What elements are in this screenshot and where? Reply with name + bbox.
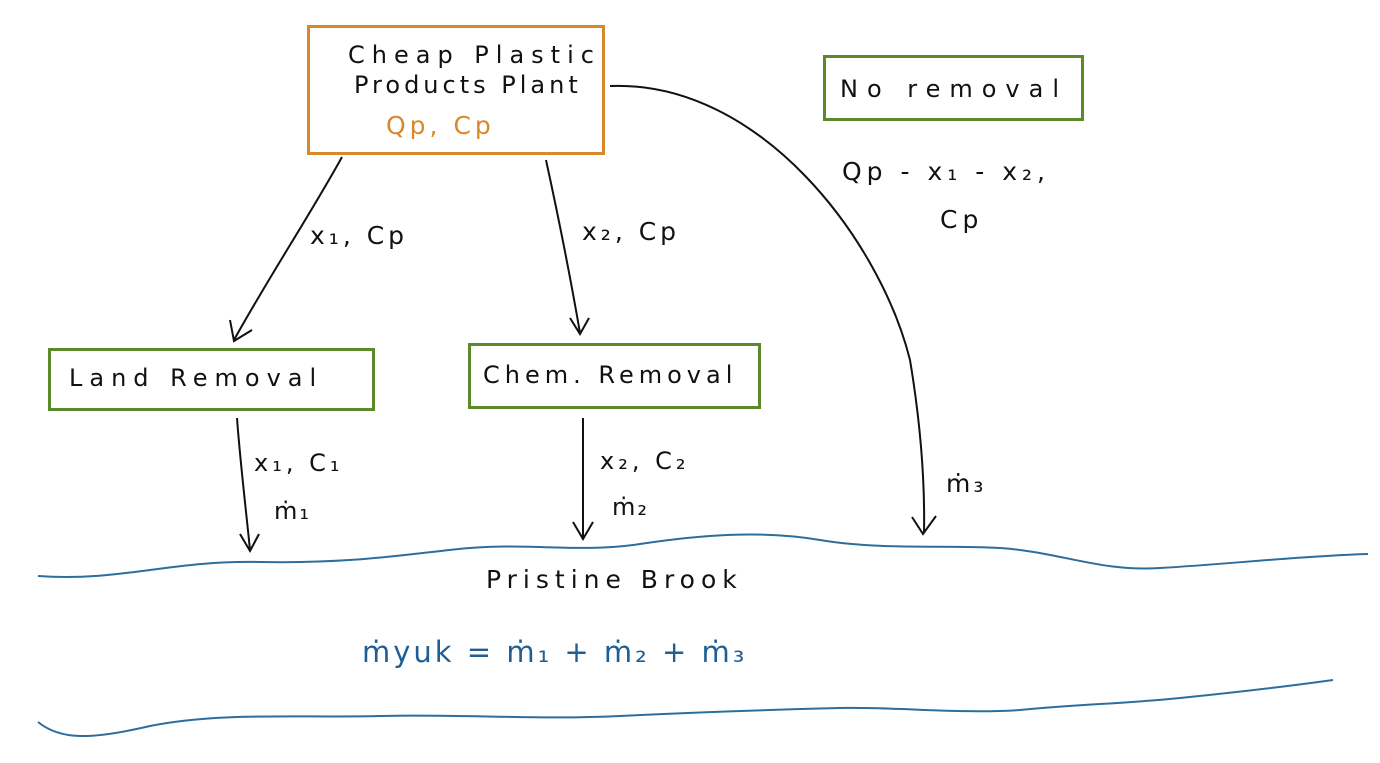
bypass-flow-label-line1: Qp - x₁ - x₂, (842, 157, 1050, 186)
land-inflow-label: x₁, Cp (310, 221, 409, 250)
land-outflow-label-line1: x₁, C₁ (254, 449, 344, 477)
chem-removal-box: Chem. Removal (468, 343, 761, 409)
arrowhead-chem (569, 317, 590, 336)
arrow-plant-to-chem (545, 159, 581, 334)
arrow-land-to-brook (236, 417, 251, 551)
chem-outflow-label-line1: x₂, C₂ (600, 447, 690, 475)
chem-removal-label: Chem. Removal (483, 361, 738, 389)
land-removal-label: Land Removal (69, 364, 324, 392)
land-removal-box: Land Removal (48, 348, 375, 411)
brook-top-edge (37, 533, 1369, 579)
no-removal-label: No removal (840, 75, 1069, 103)
chem-outflow-label-line2: ṁ₂ (612, 493, 649, 521)
brook-equation: ṁyuk = ṁ₁ + ṁ₂ + ṁ₃ (362, 635, 748, 669)
arrowhead-chem-brook (572, 521, 594, 541)
arrowhead-land (229, 319, 253, 343)
brook-bottom-edge (37, 679, 1334, 738)
chem-inflow-label: x₂, Cp (582, 217, 681, 246)
bypass-outflow-label: ṁ₃ (946, 469, 987, 498)
arrow-bypass (609, 84, 926, 534)
plant-box: Cheap Plastic Products Plant Qp, Cp (307, 25, 605, 155)
plant-title-line1: Cheap Plastic (348, 41, 601, 69)
arrowhead-land-brook (239, 533, 260, 554)
bypass-flow-label-line2: Cp (940, 205, 984, 234)
land-outflow-label-line2: ṁ₁ (274, 497, 311, 525)
brook-label: Pristine Brook (486, 565, 743, 594)
plant-title-line2: Products Plant (354, 71, 582, 99)
no-removal-box: No removal (823, 55, 1084, 121)
arrowhead-bypass (911, 515, 937, 536)
plant-vars: Qp, Cp (386, 111, 495, 140)
arrow-plant-to-land (233, 156, 343, 341)
